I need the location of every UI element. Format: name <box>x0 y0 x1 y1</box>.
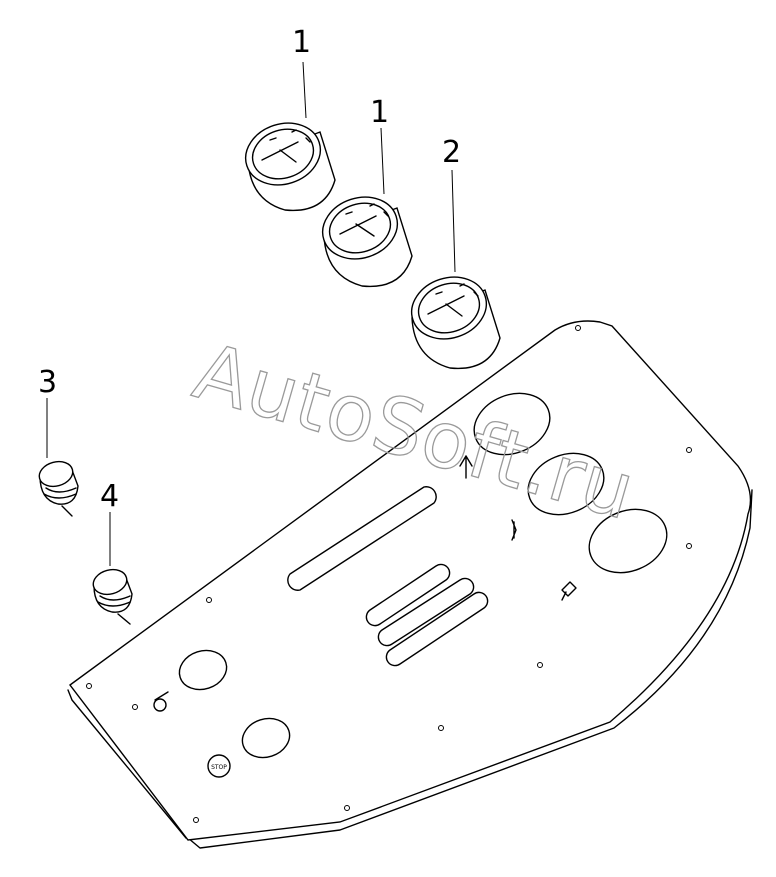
switch-3 <box>38 460 79 517</box>
vent-slots <box>365 563 489 667</box>
callout-1a: 1 <box>292 25 311 60</box>
callout-1b: 1 <box>370 95 389 130</box>
callout-3: 3 <box>38 365 57 400</box>
indicator-lamp <box>153 691 169 712</box>
switch-cutout-2 <box>241 717 291 759</box>
gauge-cutout-3 <box>588 508 668 574</box>
gauge-1a <box>244 122 336 212</box>
fastener-icons <box>459 455 577 601</box>
slot-long <box>287 486 437 591</box>
gauge-cutout-1 <box>473 392 551 456</box>
callout-4: 4 <box>100 479 119 514</box>
mounting-holes <box>86 325 692 823</box>
switch-cutout-1 <box>178 649 228 691</box>
gauge-1b <box>321 196 413 288</box>
gauge-cutout-2 <box>527 452 605 516</box>
stop-label: STOP <box>211 764 227 771</box>
gauge-2 <box>410 276 501 370</box>
stop-button: STOP <box>207 754 231 778</box>
switch-4 <box>92 568 133 625</box>
leader-lines <box>46 61 456 566</box>
callout-2: 2 <box>442 135 461 170</box>
instrument-panel-plate: STOP <box>67 320 753 849</box>
